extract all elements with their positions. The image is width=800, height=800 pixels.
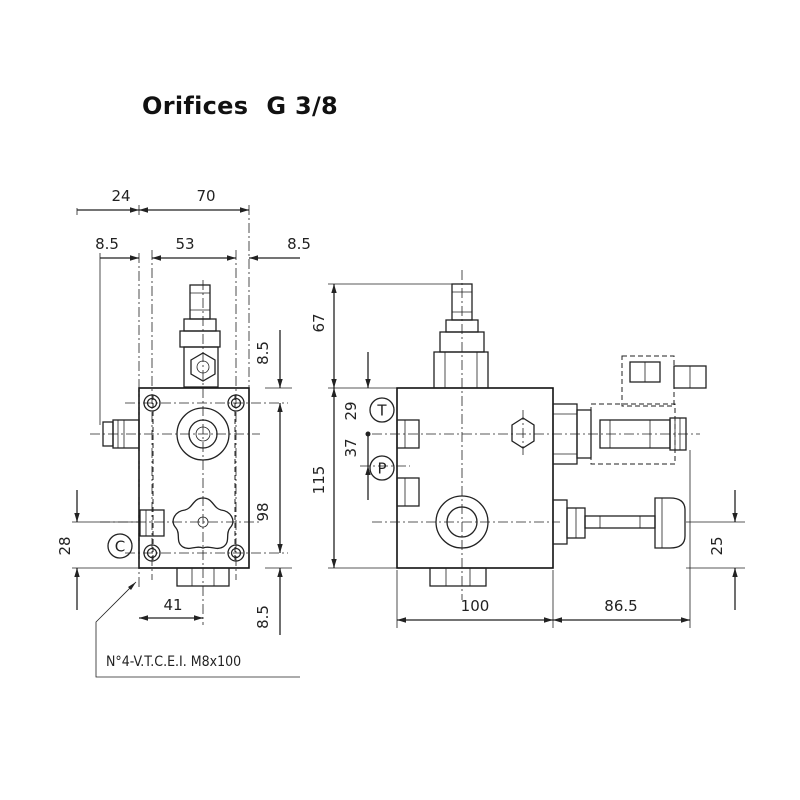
dim-lower-8-5: 8.5 <box>254 605 272 629</box>
solenoid-valve <box>552 355 707 465</box>
title-word: Orifices <box>142 92 249 120</box>
dim-28: 28 <box>56 536 74 555</box>
front-left-fitting <box>102 419 140 449</box>
dim-86-5: 86.5 <box>604 597 637 615</box>
hex-plug <box>511 417 535 449</box>
dim-115: 115 <box>310 466 328 495</box>
front-bottom-nut <box>176 567 230 587</box>
dim-67: 67 <box>310 313 328 332</box>
port-t-circle <box>369 397 395 423</box>
bolt-note: N°4-V.T.C.E.I. M8x100 <box>106 654 241 670</box>
dim-37: 37 <box>342 438 360 457</box>
dim-53: 53 <box>175 235 194 253</box>
star-knob <box>172 497 234 550</box>
port-p-circle <box>369 455 395 481</box>
relief-valve <box>552 497 686 549</box>
bolt-note-leader <box>95 581 300 678</box>
dim-left-8-5: 8.5 <box>95 235 119 253</box>
dim-100: 100 <box>461 597 490 615</box>
dim-25: 25 <box>708 536 726 555</box>
front-cartridge <box>179 284 221 388</box>
dim-41: 41 <box>163 596 182 614</box>
title-thread: G 3/8 <box>266 92 339 120</box>
dim-29: 29 <box>342 401 360 420</box>
front-main-port <box>176 407 230 461</box>
side-bottom-nut <box>429 567 487 587</box>
side-cartridge <box>433 283 489 389</box>
port-c-label: C <box>115 538 125 556</box>
front-view: 24 70 8.5 53 8.5 8.5 98 28 41 8.5 C N°4-… <box>56 187 311 678</box>
front-port-c-fitting <box>139 509 165 537</box>
bolt-holes <box>143 394 245 562</box>
dim-right-8-5: 8.5 <box>287 235 311 253</box>
port-p-fitting <box>396 477 420 507</box>
port-t-label: T <box>376 402 387 420</box>
port-c-circle <box>107 533 133 559</box>
dim-24: 24 <box>111 187 130 205</box>
side-view: 67 115 29 37 100 86.5 25 T P <box>310 270 745 628</box>
front-body-outline <box>138 387 250 569</box>
side-body-outline <box>396 387 554 569</box>
dim-upper-8-5: 8.5 <box>254 341 272 365</box>
dim-70: 70 <box>196 187 215 205</box>
page-title: Orifices G 3/8 <box>142 92 338 120</box>
port-t-fitting <box>396 419 420 449</box>
port-p-label: P <box>377 460 386 478</box>
side-main-port <box>435 495 489 549</box>
dim-98: 98 <box>254 502 272 521</box>
